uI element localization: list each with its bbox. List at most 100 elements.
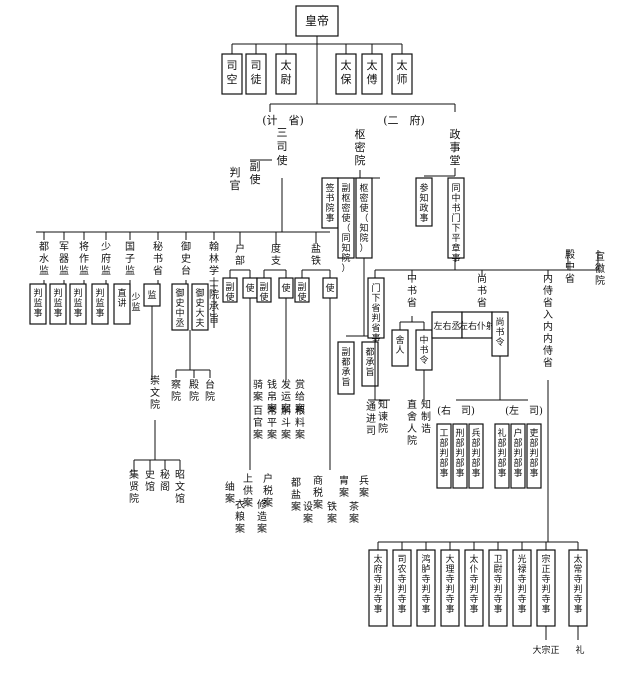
temple-0-box — [368, 549, 388, 627]
yushi-sub: 台院 — [205, 378, 215, 403]
yushi-zhongcheng-box — [171, 283, 189, 331]
duzhi-case: 斛斗案 — [281, 404, 291, 441]
chongwen-label: 崇文院 — [150, 375, 160, 411]
official-label: 司空 — [227, 59, 238, 86]
right-ministry-0-box — [436, 423, 452, 489]
zhongshuling-box-text: 中书令 — [419, 334, 428, 366]
canzhi-box-text: 参知政事 — [419, 182, 428, 224]
agency-judge-4-box — [113, 283, 131, 325]
yousi-label: (右 司) — [437, 404, 475, 417]
shumi-qianshu-text: 签书院事 — [325, 182, 334, 224]
temple-5-box — [488, 549, 508, 627]
zhengshitang-title: 政事堂 — [450, 127, 461, 167]
bureau-shi-label: 使 — [281, 282, 290, 294]
yantie-case: 商税案 — [313, 474, 323, 511]
canzhi-box-box — [415, 177, 433, 227]
bureau-duzhi: 度支 — [271, 242, 281, 267]
right-ministry-label: 兵部判部事 — [471, 427, 480, 479]
agency-judge-1-box — [49, 283, 67, 325]
bureau-hubu: 户部 — [235, 242, 245, 267]
hubu-case: 上供案 — [243, 473, 253, 509]
yushi-zhongcheng-label: 御史中丞 — [175, 287, 184, 329]
shangshuling-box-text: 尚书令 — [495, 316, 504, 348]
emperor-box — [295, 5, 339, 37]
yantie-case: 茶案 — [349, 500, 359, 525]
duzhi-case: 赏给案 — [295, 379, 305, 415]
shumi-fucheng-text: 副都承旨 — [341, 347, 350, 388]
temple-label: 太仆寺判寺事 — [469, 553, 478, 615]
duzhi-case: 粮料案 — [295, 404, 305, 441]
chongwen-sub: 史馆 — [145, 469, 155, 493]
puye-label: 左右仆射 — [459, 320, 495, 332]
temple-3-box — [440, 549, 460, 627]
left-ministry-1-box — [510, 423, 526, 489]
shumi-fushi-box — [337, 177, 355, 259]
agency-header: 都水监 — [39, 241, 49, 277]
hubu-case: 衣粮案 — [235, 498, 245, 535]
temple-1-box — [392, 549, 412, 627]
zuoyou-label: 左右丞 — [433, 320, 460, 332]
yushi-dafu-box — [191, 283, 209, 331]
zhisheren-label: 直舍人院 — [407, 398, 417, 447]
official-1-box — [245, 53, 267, 95]
agency-judge-label: 判监事 — [53, 287, 62, 319]
temple-label: 大理寺判寺事 — [445, 553, 454, 615]
sansi-judge: 判官 — [230, 166, 241, 192]
agency-header: 将作监 — [79, 241, 89, 277]
right-ministry-label: 工部判部事 — [439, 429, 448, 479]
sheren-box-text: 舍人 — [395, 334, 404, 356]
agency-judge-0-box — [29, 283, 47, 325]
agency-judge-label: 判监事 — [33, 287, 42, 319]
right-ministry-label: 刑部判部事 — [455, 428, 464, 479]
temple-4-box — [464, 549, 484, 627]
left-ministry-label: 吏部判部事 — [529, 427, 538, 479]
official-4-box — [361, 53, 383, 95]
hubu-case: 修造案 — [257, 498, 267, 535]
temple-label: 太常寺判寺事 — [573, 553, 582, 615]
zhongshu-title: 中书省 — [407, 272, 417, 309]
xuanhui-label: 宣徽院 — [595, 250, 605, 287]
agency-header: 国子监 — [125, 241, 135, 277]
right-ministry-1-box — [452, 423, 468, 489]
agency-judge-label: 判监事 — [95, 287, 104, 319]
left-ministry-0-box — [494, 423, 510, 489]
agency-judge-label: 直讲 — [117, 287, 126, 309]
jinzou-label: 通进司 — [366, 401, 376, 437]
duzhi-case: 百官案 — [253, 405, 263, 441]
bureau-shi-label: 使 — [245, 282, 254, 294]
temple-label: 太府寺判寺事 — [373, 553, 382, 615]
hubu-case: 䌷案 — [225, 480, 235, 505]
sheren-box-box — [391, 329, 409, 367]
zuosi-label: (左 司) — [505, 404, 543, 417]
temple-label: 鸿胪寺判寺事 — [421, 553, 430, 615]
yantie-case: 胄案 — [339, 474, 349, 499]
yantie-case: 铁案 — [327, 500, 337, 525]
official-0-box — [221, 53, 243, 95]
temple-label: 司农寺判寺事 — [397, 554, 406, 615]
zhizhi-label: 知制诰 — [421, 398, 431, 435]
dianzhong-label: 殿中省 — [565, 249, 575, 285]
agency-judge-3-box — [91, 283, 109, 325]
yantie-case: 都盐案 — [291, 477, 301, 513]
jiyuan-label: 知谏院 — [378, 398, 388, 435]
official-label: 太尉 — [281, 59, 292, 86]
agency-judge-2-box — [69, 283, 87, 325]
official-5-box — [391, 53, 413, 95]
official-2-box — [275, 53, 297, 95]
yantie-case: 兵案 — [359, 474, 369, 499]
agency-judge-label: 判监事 — [73, 287, 82, 319]
agency-header: 秘书省 — [153, 240, 163, 277]
shumiyuan-title: 枢密院 — [355, 127, 366, 167]
bureau-fushi-2-box — [294, 277, 310, 303]
temple-6-box — [512, 549, 532, 627]
duzhi-case: 骑案 — [253, 378, 263, 403]
temple-sub-label: 礼 — [575, 644, 584, 656]
temple-label: 宗正寺判寺事 — [541, 553, 550, 615]
sansi-title: 三司使 — [277, 126, 288, 167]
bureau-fushi-1-box — [256, 277, 272, 303]
bureau-fushi-0-box — [222, 277, 238, 303]
menxia-box-box — [367, 277, 385, 339]
branch-jisheng: (计 省) — [262, 114, 304, 127]
shumi-shi-text: 枢密使（知院） — [359, 182, 368, 254]
